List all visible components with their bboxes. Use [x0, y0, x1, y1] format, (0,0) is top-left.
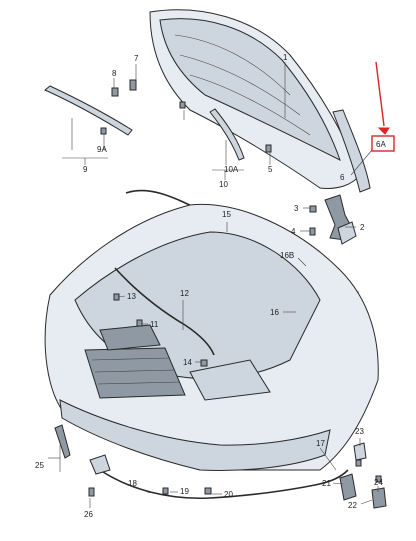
callout-14: 14 [183, 358, 192, 367]
seal-strip-center [209, 108, 245, 161]
highlight-annotation [371, 61, 395, 152]
headlight [189, 359, 271, 401]
arrow-head-icon [377, 127, 390, 135]
hood-lock-right [339, 442, 387, 509]
callout-6: 6 [340, 173, 345, 182]
callout-24: 24 [374, 478, 383, 487]
callout-13: 13 [127, 292, 136, 301]
callout-5: 5 [268, 165, 273, 174]
callout-16b: 16B [280, 251, 294, 260]
hood-panel [149, 9, 361, 189]
callout-22: 22 [348, 501, 357, 510]
release-cable-upper [114, 267, 215, 356]
callout-20: 20 [224, 490, 233, 499]
hood-seal-rear [332, 109, 371, 193]
callout-26: 26 [84, 510, 93, 519]
callout-labels: 1 2 3 4 5 6 6A 7 8 9 9A 10 10A 11 12 13 … [35, 53, 386, 519]
callout-11: 11 [150, 320, 159, 329]
callout-3: 3 [294, 204, 299, 213]
hood-lock [99, 324, 161, 351]
leader-lines [48, 62, 379, 508]
callout-15: 15 [222, 210, 231, 219]
callout-9: 9 [83, 165, 88, 174]
callout-6a-box [371, 135, 395, 152]
callout-25: 25 [35, 461, 44, 470]
callout-1: 1 [283, 53, 288, 62]
callout-2: 2 [360, 223, 365, 232]
car-front-body [44, 203, 379, 471]
callout-17: 17 [316, 439, 325, 448]
fastener-set [88, 79, 382, 497]
callout-19: 19 [180, 487, 189, 496]
callout-4: 4 [291, 227, 296, 236]
release-handle [54, 424, 71, 459]
front-grille [84, 347, 186, 399]
callout-8: 8 [112, 69, 117, 78]
hood-hinge [324, 194, 357, 245]
callout-7: 7 [134, 54, 139, 63]
callout-10: 10 [219, 180, 228, 189]
callout-23: 23 [355, 427, 364, 436]
release-cable-lower [99, 469, 349, 500]
callout-16: 16 [270, 308, 279, 317]
callout-9a: 9A [97, 145, 107, 154]
callout-12: 12 [180, 289, 189, 298]
callout-10a: 10A [224, 165, 239, 174]
callout-18: 18 [128, 479, 137, 488]
callout-21: 21 [322, 479, 331, 488]
seal-strip-left [44, 85, 133, 136]
callout-6a: 6A [376, 140, 386, 149]
